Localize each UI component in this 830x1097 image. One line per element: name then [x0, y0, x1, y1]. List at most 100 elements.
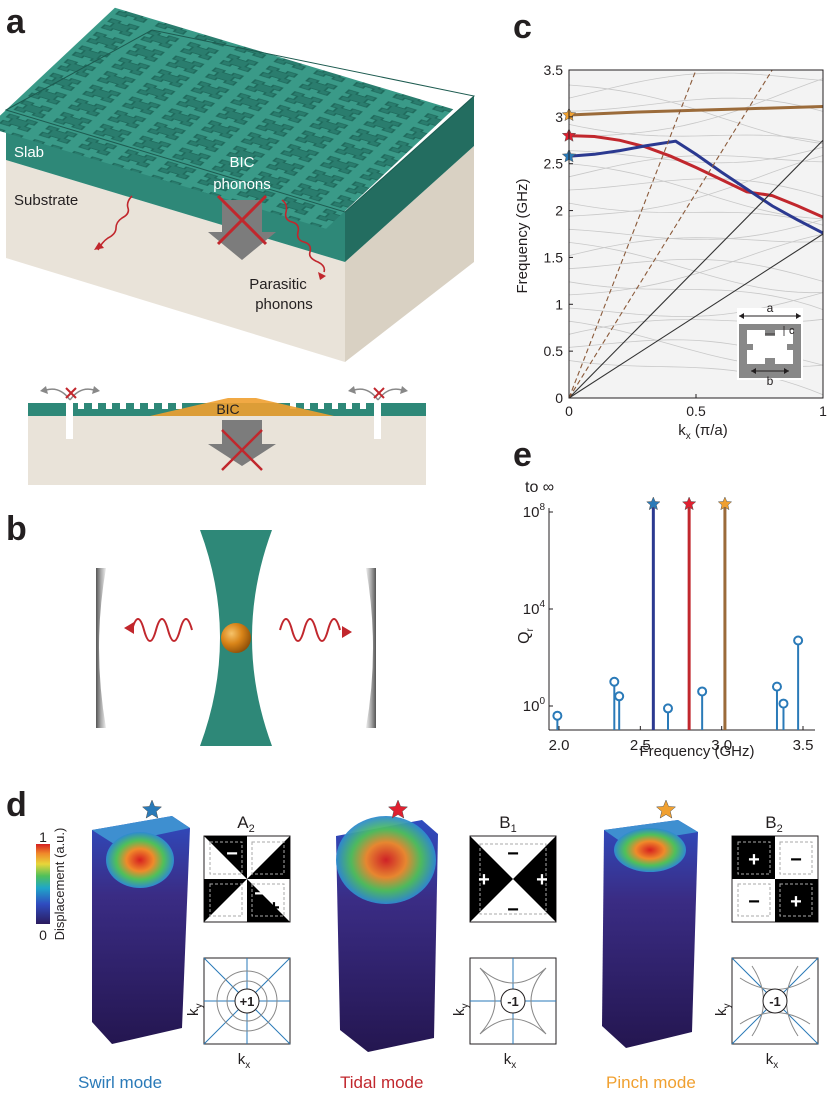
mode-star-0: [141, 799, 163, 819]
panel-letter-d: d: [6, 786, 27, 824]
wave-right: [279, 618, 341, 642]
substrate-front: [6, 160, 345, 362]
swirl-mode-label: Swirl mode: [78, 1073, 163, 1092]
background-band: [568, 360, 824, 396]
background-band: [568, 258, 824, 282]
bic-label-1: BIC: [229, 154, 254, 171]
tidal-pillar: [336, 816, 438, 1052]
bic-arrow: [208, 200, 276, 260]
slab-label: Slab: [14, 144, 44, 161]
background-band: [568, 146, 824, 164]
svg-text:−: −: [218, 883, 230, 905]
vortex-tile-swirl: +1: [203, 957, 291, 1045]
colorbar-min: 0: [39, 927, 47, 943]
symmetry-tile-B2: + − − +: [731, 835, 819, 923]
panel-letter-b: b: [6, 510, 27, 548]
svg-text:−: −: [507, 899, 519, 921]
cross-section-teeth: [78, 403, 366, 409]
svg-text:+: +: [230, 897, 242, 919]
svg-text:−: −: [748, 891, 760, 913]
c-xtick-label: 1: [819, 403, 827, 419]
svg-text:+: +: [536, 869, 548, 891]
band-line-5: [568, 69, 697, 399]
c-xtick-label: 0.5: [686, 403, 706, 419]
sym-label-swirl: A2: [237, 813, 254, 835]
vortex-tile-tidal: -1: [469, 957, 557, 1045]
q-stem-marker-7: [793, 635, 804, 646]
background-band: [568, 78, 824, 138]
unit-cell-inset: a b c: [737, 301, 803, 388]
symmetry-tile-B1: − + + −: [469, 835, 557, 923]
q-stem-marker-2: [614, 691, 625, 702]
e-xlabel: Frequency (GHz): [639, 743, 754, 760]
svg-text:+: +: [256, 843, 268, 865]
svg-text:kx: kx: [504, 1051, 517, 1071]
svg-text:−: −: [254, 883, 266, 905]
colorbar: [36, 844, 50, 924]
svg-text:+1: +1: [240, 994, 255, 1009]
mode-star-1: [387, 799, 409, 819]
svg-text:ky: ky: [451, 1004, 471, 1017]
to-infinity-label: to ∞: [525, 479, 554, 496]
mode-star-2: [655, 799, 677, 819]
svg-text:+: +: [478, 869, 490, 891]
c-ytick-label: 2.5: [544, 156, 564, 172]
substrate-side: [345, 146, 474, 362]
e-ytick-label: 100: [523, 696, 546, 715]
band-line-1: [568, 134, 824, 219]
c-ytick-label: 3: [555, 109, 563, 125]
panel-b-illustration: [96, 530, 376, 746]
svg-text:+: +: [748, 849, 760, 871]
pinch-mode-label: Pinch mode: [606, 1073, 696, 1092]
e-ytick-label: 104: [523, 599, 546, 618]
q-stem-marker-6: [778, 698, 789, 709]
e-xtick-label: 3.0: [711, 737, 732, 754]
c-ytick-label: 1: [555, 296, 563, 312]
svg-text:kx: kx: [766, 1051, 779, 1071]
band-line-3: [568, 233, 824, 399]
svg-text:−: −: [266, 857, 278, 879]
c-ytick-label: 3.5: [544, 62, 564, 78]
colorbar-label: Displacement (a.u.): [52, 828, 67, 941]
inset-b-label: b: [767, 374, 774, 388]
mirror-right: [366, 568, 376, 728]
svg-text:-1: -1: [507, 994, 519, 1009]
c-ylabel: Frequency (GHz): [514, 178, 531, 293]
svg-text:+: +: [268, 897, 280, 919]
c-ytick-label: 1.5: [544, 249, 564, 265]
svg-text:+: +: [218, 857, 230, 879]
bic-label-2: phonons: [213, 176, 271, 193]
colorbar-max: 1: [39, 829, 47, 845]
background-band: [568, 178, 824, 198]
c-xlabel: kx (π/a): [678, 422, 728, 442]
bic-mode-profile: [150, 398, 334, 416]
particle: [221, 623, 251, 653]
background-band: [568, 242, 824, 294]
e-xtick-label: 3.5: [793, 737, 814, 754]
q-stem-marker-3: [662, 703, 673, 714]
background-band: [568, 281, 824, 310]
c-xtick-label: 0: [565, 403, 573, 419]
background-band: [568, 72, 824, 99]
background-band: [568, 237, 824, 256]
symmetry-tile-A2: − + + − − + − +: [203, 835, 291, 923]
panel-letter-c: c: [513, 8, 532, 46]
band-line-2: [568, 139, 824, 235]
background-band: [568, 233, 824, 296]
background-band: [568, 155, 824, 217]
panel-d-illustration: 1 0 Displacement (a.u.) A2 B1 B2 − + + −…: [36, 799, 819, 1071]
band-line-0: [568, 105, 824, 117]
svg-text:−: −: [507, 843, 519, 865]
substrate-label: Substrate: [14, 192, 78, 209]
q-stem-marker-0: [552, 710, 563, 721]
wave-left: [131, 618, 193, 642]
svg-text:kx: kx: [238, 1051, 251, 1071]
background-band: [568, 202, 824, 226]
e-ylabel: Qr: [516, 627, 536, 643]
background-band: [568, 219, 824, 241]
parasitic-label-1: Parasitic: [249, 276, 307, 293]
mirror-left: [96, 568, 106, 728]
parasitic-wave-left: [97, 195, 133, 251]
e-xtick-label: 2.0: [549, 737, 570, 754]
